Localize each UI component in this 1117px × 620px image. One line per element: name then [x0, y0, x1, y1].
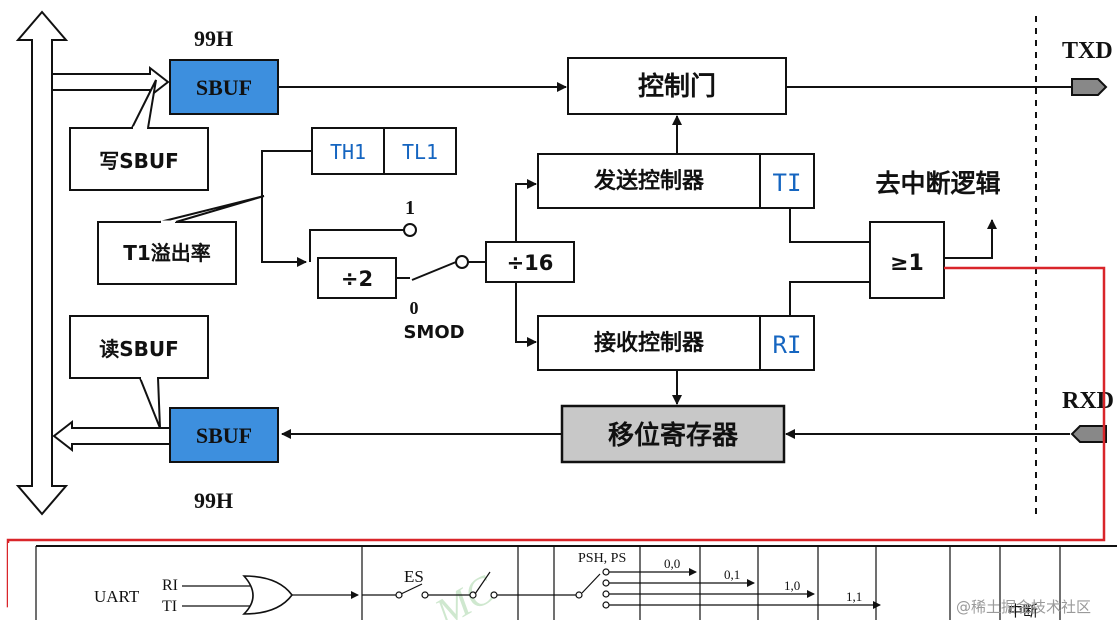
- t1-to-div2-line: [261, 150, 312, 267]
- smod-bypass-line: [309, 229, 404, 262]
- rx-controller-box: [537, 315, 761, 371]
- smod-zero-label: 0: [410, 298, 419, 318]
- uart-label: UART: [94, 587, 140, 606]
- to-interrupt-logic-label: 去中断逻辑: [875, 169, 1000, 198]
- smod-switch-lever: [411, 261, 457, 281]
- ri-flag-label: RI: [773, 331, 802, 359]
- divide-by-16-box: [485, 241, 575, 283]
- uart-ri-label: RI: [162, 577, 178, 594]
- read-sbuf-label: 读SBUF: [99, 337, 179, 361]
- uart-ti-label: TI: [162, 598, 177, 615]
- sbuf-transmit-label: SBUF: [196, 75, 252, 100]
- ti-to-or-line: [789, 208, 870, 243]
- divide-by-2-box: [317, 257, 397, 299]
- smod-switch-pivot: [455, 255, 469, 269]
- rx-controller-label: 接收控制器: [594, 330, 705, 356]
- es-label: ES: [404, 567, 424, 586]
- smod-one-label: 1: [405, 197, 415, 219]
- read-sbuf-pointer: [139, 377, 161, 429]
- th1-label: TH1: [330, 140, 366, 164]
- div16-to-rx-line: [515, 282, 537, 347]
- priority-00-label: 0,0: [664, 556, 680, 571]
- ri-flag-box: [759, 315, 815, 371]
- interrupt-structure-strip: MC UART RI TI ES PSH, PS 0,0 0,: [8, 543, 1117, 620]
- smod-label: SMOD: [403, 322, 464, 343]
- tl1-register: [383, 127, 457, 175]
- control-gate-label: 控制门: [638, 72, 716, 102]
- rxd-pin: [1070, 425, 1107, 443]
- ti-flag-label: TI: [773, 169, 802, 197]
- write-sbuf-label: 写SBUF: [99, 149, 179, 173]
- txd-pin: [1071, 78, 1108, 96]
- smod-contact-one: [403, 223, 417, 237]
- divide-by-2-label: ÷2: [341, 267, 373, 291]
- control-gate-box: [567, 57, 787, 115]
- shift-register-label: 移位寄存器: [608, 420, 739, 451]
- or-gate-label: ≥1: [890, 251, 924, 276]
- interrupt-label: 中断: [1008, 602, 1038, 620]
- read-sbuf-callout: [69, 315, 209, 379]
- rxd-label: RXD: [1062, 388, 1114, 414]
- t1-overflow-callout: [97, 221, 237, 285]
- sbuf-tx-address: 99H: [194, 26, 233, 51]
- write-sbuf-pointer: [131, 79, 157, 129]
- sbuf-receive-label: SBUF: [196, 423, 252, 448]
- bus-to-sbuf-arrow: [51, 65, 170, 99]
- psh-ps-label: PSH, PS: [578, 551, 626, 566]
- data-bus-arrow: [15, 10, 69, 516]
- uart-or-gate-symbol: [242, 575, 293, 615]
- site-watermark: @稀土掘金技术社区: [956, 598, 1091, 616]
- tl1-label: TL1: [402, 140, 438, 164]
- t1-overflow-pointer: [159, 195, 265, 223]
- th1-register: [311, 127, 385, 175]
- ti-flag-box: [759, 153, 815, 209]
- sbuf-receive-box: [169, 407, 279, 463]
- tx-controller-label: 发送控制器: [593, 168, 705, 194]
- div16-to-tx-line: [515, 179, 537, 242]
- divide-by-16-label: ÷16: [507, 251, 554, 275]
- sbuf-rx-address: 99H: [194, 488, 233, 513]
- priority-11-label: 1,1: [846, 589, 862, 604]
- priority-10-label: 1,0: [784, 578, 800, 593]
- txd-label: TXD: [1062, 38, 1113, 64]
- or-gate-box: [869, 221, 945, 299]
- tx-controller-box: [537, 153, 761, 209]
- sbuf-to-bus-arrow: [52, 419, 171, 453]
- sbuf-transmit-box: [169, 59, 279, 115]
- priority-01-label: 0,1: [724, 567, 740, 582]
- ri-to-or-line: [789, 281, 870, 316]
- t1-overflow-label: T1溢出率: [123, 241, 211, 265]
- or-to-interrupt-line: [944, 219, 997, 259]
